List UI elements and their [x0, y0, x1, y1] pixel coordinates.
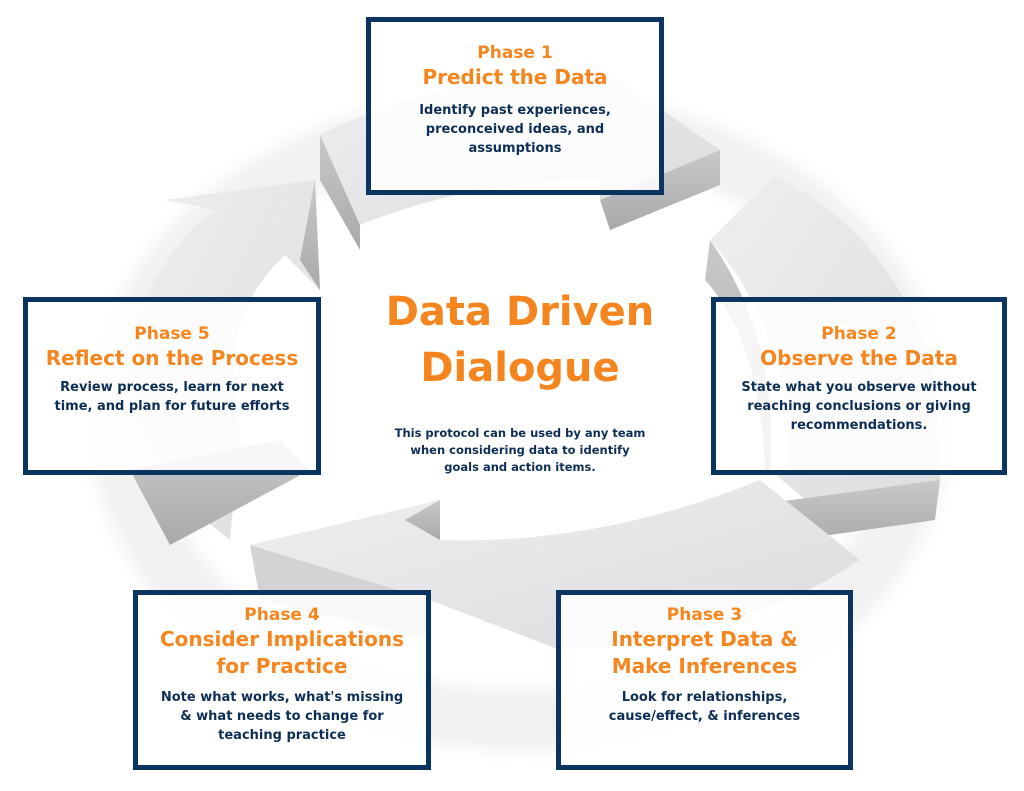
phase-4-desc-line: teaching practice: [218, 728, 346, 743]
phase-2-desc-line: reaching conclusions or giving: [747, 399, 971, 414]
description-line-1: This protocol can be used by any team: [394, 426, 646, 440]
phase-4-desc-line: Note what works, what's missing: [160, 690, 404, 705]
phase-1-desc-line: Identify past experiences,: [419, 103, 611, 118]
phase-3-title: Interpret Data & Make Inferences: [611, 626, 798, 680]
phase-3-description: Look for relationships, cause/effect, & …: [609, 688, 800, 726]
phase-3-number: Phase 3: [666, 605, 743, 625]
phase-2-number: Phase 2: [821, 324, 897, 344]
phase-1-box: Phase 1 Predict the Data Identify past e…: [366, 17, 664, 195]
phase-4-title-line: Consider Implications: [159, 627, 405, 651]
phase-3-desc-line: cause/effect, & inferences: [608, 709, 801, 724]
phase-1-title: Predict the Data: [422, 65, 608, 89]
phase-5-desc-line: time, and plan for future efforts: [54, 399, 290, 414]
phase-3-desc-line: Look for relationships,: [621, 690, 788, 705]
phase-4-box: Phase 4 Consider Implications for Practi…: [133, 590, 431, 770]
phase-2-title: Observe the Data: [760, 346, 958, 370]
phase-4-number: Phase 4: [244, 605, 320, 625]
phase-2-box: Phase 2 Observe the Data State what you …: [711, 297, 1007, 475]
phase-3-title-line: Make Inferences: [611, 654, 798, 678]
title-line-2: Dialogue: [420, 345, 620, 391]
phase-1-number: Phase 1: [477, 43, 553, 63]
phase-1-description: Identify past experiences, preconceived …: [419, 101, 611, 158]
phase-2-desc-line: State what you observe without: [741, 380, 977, 395]
description-line-3: goals and action items.: [444, 460, 596, 474]
title-line-1: Data Driven: [385, 289, 655, 335]
phase-5-description: Review process, learn for next time, and…: [55, 378, 290, 416]
phase-3-box: Phase 3 Interpret Data & Make Inferences…: [556, 590, 853, 770]
phase-2-desc-line: recommendations.: [790, 418, 928, 433]
phase-4-desc-line: & what needs to change for: [180, 709, 384, 724]
phase-1-desc-line: assumptions: [468, 141, 562, 156]
phase-5-number: Phase 5: [134, 324, 210, 344]
phase-5-title: Reflect on the Process: [45, 346, 299, 370]
phase-5-desc-line: Review process, learn for next: [60, 380, 284, 395]
diagram-title: Data Driven Dialogue: [340, 284, 700, 396]
phase-3-title-line: Interpret Data &: [611, 627, 798, 651]
phase-4-title: Consider Implications for Practice: [160, 626, 404, 680]
phase-4-title-line: for Practice: [216, 654, 348, 678]
phase-2-description: State what you observe without reaching …: [741, 378, 976, 435]
phase-5-box: Phase 5 Reflect on the Process Review pr…: [23, 297, 321, 475]
description-line-2: when considering data to identify: [410, 443, 630, 457]
diagram-description: This protocol can be used by any team wh…: [370, 425, 670, 476]
phase-1-desc-line: preconceived ideas, and: [425, 122, 605, 137]
phase-4-description: Note what works, what's missing & what n…: [161, 688, 403, 745]
